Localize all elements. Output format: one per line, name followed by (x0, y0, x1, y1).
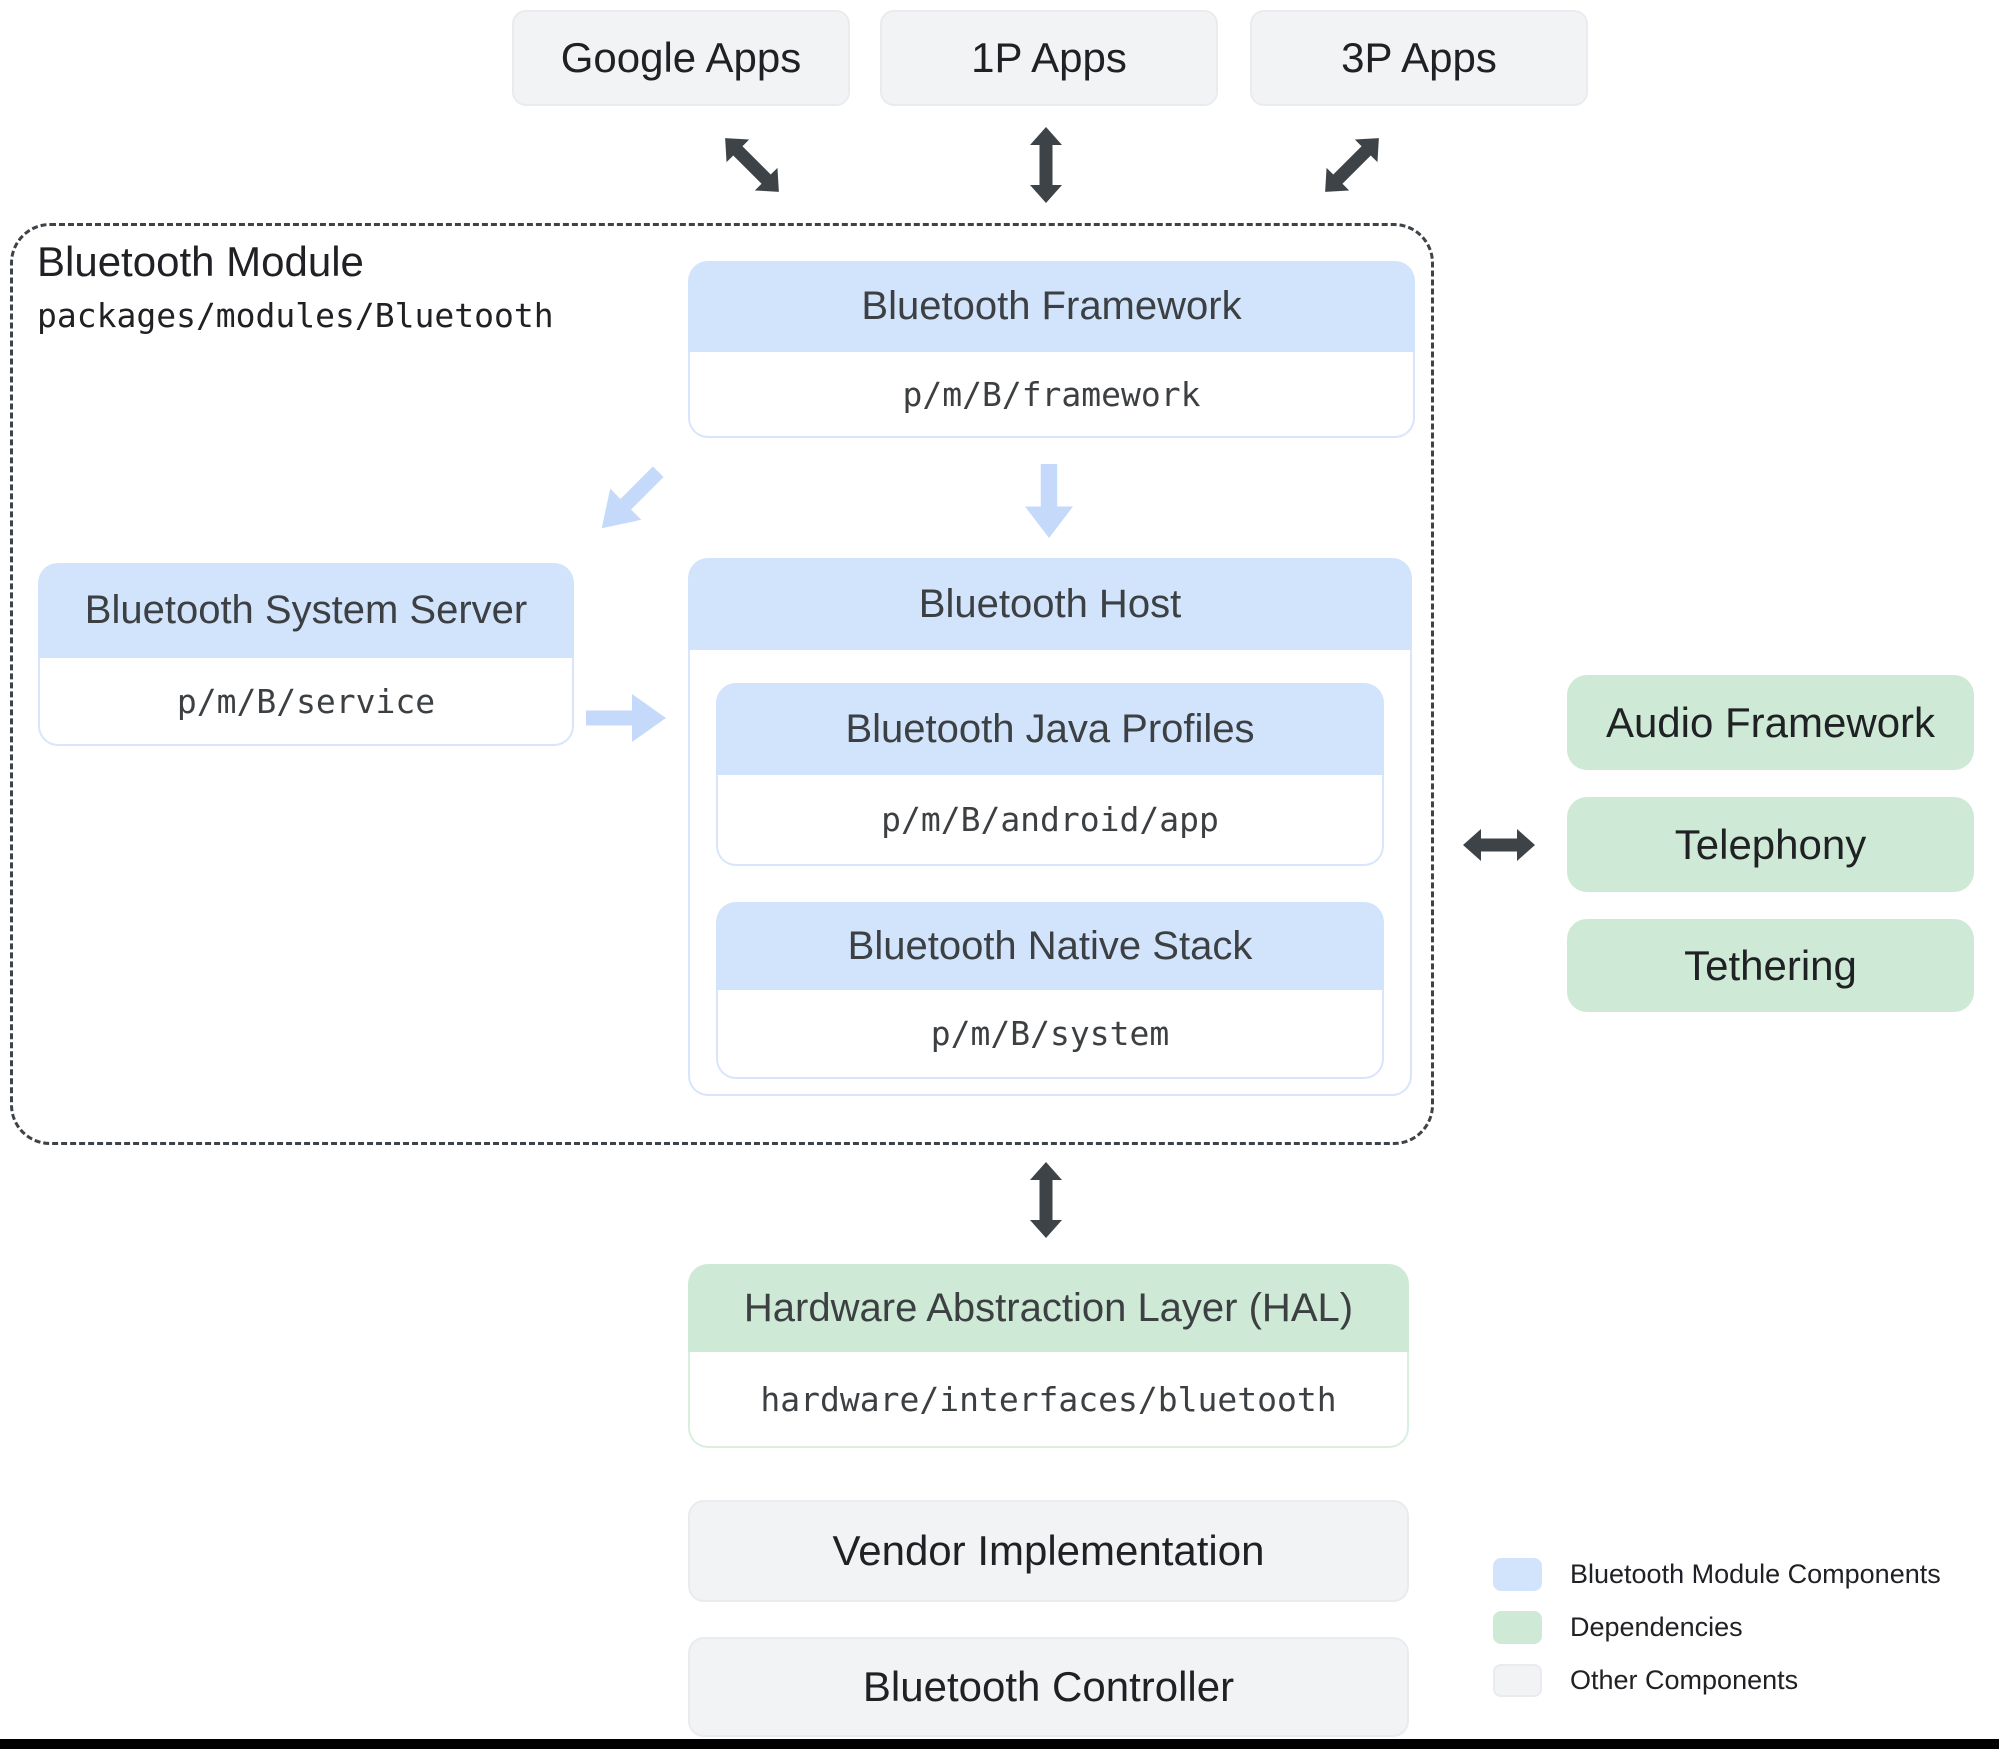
tethering-label: Tethering (1684, 941, 1857, 989)
bluetooth-java-profiles-path: p/m/B/android/app (881, 800, 1219, 839)
audio-framework-box: Audio Framework (1567, 675, 1974, 770)
module-hal-bidirectional-arrow-icon (1030, 1162, 1062, 1238)
framework-to-host-arrow-icon (1025, 464, 1073, 538)
bluetooth-host-title: Bluetooth Host (918, 581, 1182, 626)
bluetooth-java-profiles-title: Bluetooth Java Profiles (845, 706, 1255, 751)
1p-apps-module-bidirectional-arrow-icon (1030, 127, 1062, 203)
bluetooth-framework-path: p/m/B/framework (902, 374, 1201, 414)
legend-label-dependencies: Dependencies (1570, 1612, 1743, 1642)
bluetooth-module-container (10, 223, 1434, 1145)
audio-framework-label: Audio Framework (1605, 698, 1936, 746)
bluetooth-module-caption: Bluetooth Module packages/modules/Blueto… (37, 238, 554, 335)
legend-swatch-other-components (1493, 1664, 1542, 1697)
legend-row-other-components: Other Components (1493, 1664, 1798, 1697)
bluetooth-framework-title: Bluetooth Framework (861, 284, 1242, 328)
vendor-implementation-box: Vendor Implementation (688, 1500, 1409, 1602)
hal-path: hardware/interfaces/bluetooth (760, 1379, 1337, 1419)
legend-swatch-dependencies (1493, 1611, 1542, 1644)
bluetooth-java-profiles-box: Bluetooth Java Profiles p/m/B/android/ap… (716, 683, 1384, 866)
bottom-edge-bar (0, 1739, 1999, 1749)
legend-swatch-module-components (1493, 1558, 1542, 1591)
legend-row-dependencies: Dependencies (1493, 1611, 1743, 1644)
bluetooth-native-stack-box: Bluetooth Native Stack p/m/B/system (716, 902, 1384, 1079)
telephony-label: Telephony (1674, 820, 1867, 868)
hal-box: Hardware Abstraction Layer (HAL) hardwar… (688, 1264, 1409, 1448)
system-server-to-host-arrow-icon (586, 694, 666, 742)
3p-apps-module-bidirectional-arrow-icon (1325, 138, 1379, 192)
bluetooth-module-title: Bluetooth Module (37, 238, 364, 285)
bluetooth-system-server-path: p/m/B/service (176, 681, 436, 721)
bluetooth-native-stack-title: Bluetooth Native Stack (847, 923, 1253, 968)
bluetooth-controller-label: Bluetooth Controller (862, 1663, 1235, 1710)
google-apps-label: Google Apps (560, 34, 802, 81)
bluetooth-system-server-box: Bluetooth System Server p/m/B/service (38, 563, 574, 746)
google-apps-box: Google Apps (512, 10, 850, 106)
1p-apps-label: 1P Apps (971, 34, 1127, 81)
bluetooth-framework-box: Bluetooth Framework p/m/B/framework (688, 261, 1415, 438)
legend-row-module-components: Bluetooth Module Components (1493, 1558, 1941, 1591)
vendor-implementation-label: Vendor Implementation (832, 1527, 1265, 1574)
legend-label-module-components: Bluetooth Module Components (1570, 1559, 1941, 1589)
bluetooth-controller-box: Bluetooth Controller (688, 1637, 1409, 1737)
bluetooth-module-path: packages/modules/Bluetooth (37, 296, 554, 336)
1p-apps-box: 1P Apps (880, 10, 1218, 106)
framework-to-system-server-arrow-icon (601, 466, 664, 529)
google-apps-module-bidirectional-arrow-icon (725, 138, 779, 192)
bluetooth-native-stack-path: p/m/B/system (930, 1014, 1170, 1053)
legend-label-other-components: Other Components (1570, 1665, 1799, 1695)
hal-title: Hardware Abstraction Layer (HAL) (743, 1285, 1354, 1330)
bluetooth-system-server-title: Bluetooth System Server (84, 588, 528, 632)
3p-apps-label: 3P Apps (1341, 34, 1497, 81)
3p-apps-box: 3P Apps (1250, 10, 1588, 106)
telephony-box: Telephony (1567, 797, 1974, 892)
tethering-box: Tethering (1567, 919, 1974, 1012)
module-dependencies-bidirectional-arrow-icon (1463, 829, 1535, 861)
